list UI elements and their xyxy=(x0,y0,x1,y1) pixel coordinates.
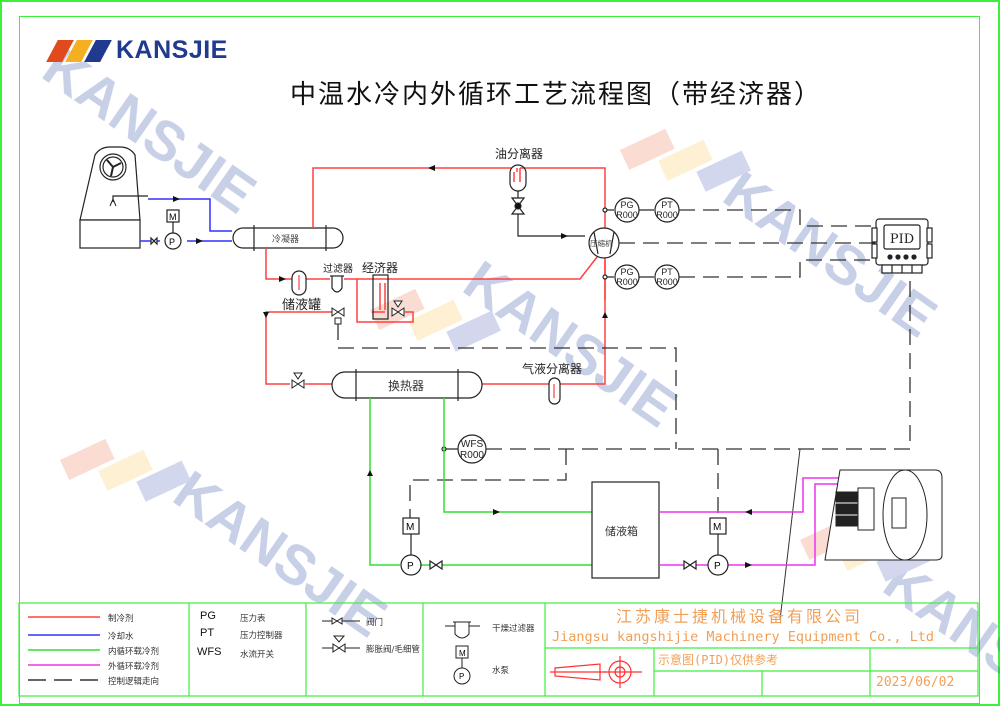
inner-loop-arrows xyxy=(367,470,500,515)
instrument-group xyxy=(441,197,680,464)
legend-cooling-water: 冷却水 xyxy=(108,632,134,642)
machine-load[interactable] xyxy=(824,469,943,561)
legend-control: 控制逻辑走向 xyxy=(108,677,160,687)
legend-abbr-wfs-desc: 水流开关 xyxy=(240,650,275,660)
gas-liquid-separator[interactable] xyxy=(548,377,561,405)
legend-motor-label: M xyxy=(459,649,466,658)
oil-separator[interactable] xyxy=(509,164,585,237)
legend-abbr-pg-desc: 压力表 xyxy=(240,614,266,624)
legend-symbol-dry-filter: 干燥过滤器 xyxy=(492,624,535,634)
pid-controller[interactable] xyxy=(871,218,933,274)
economizer[interactable] xyxy=(372,274,389,320)
wfs-tag: WFS xyxy=(461,439,484,450)
logo-stripes-icon xyxy=(46,39,112,62)
cw-motor-label: M xyxy=(169,212,177,222)
storage-tank-label: 储液箱 xyxy=(605,524,638,538)
compressor-label: 压缩机 xyxy=(590,238,613,248)
legend-filter-symbol xyxy=(445,621,480,639)
filter[interactable] xyxy=(330,275,344,293)
condenser-label: 冷凝器 xyxy=(272,233,299,245)
storage-tank[interactable] xyxy=(591,481,660,579)
brand-name: KANSJIE xyxy=(116,36,228,64)
receiver[interactable] xyxy=(291,270,307,296)
pt-top-id: R000 xyxy=(656,210,678,220)
inner-motor-label: M xyxy=(406,522,414,533)
legend-valve-symbol xyxy=(322,617,360,625)
pg-bottom-tag: PG xyxy=(620,267,633,277)
legend-abbr-wfs: WFS xyxy=(197,646,222,658)
legend-pump-label: P xyxy=(459,672,464,681)
receiver-label: 储液罐 xyxy=(282,298,321,313)
filter-label: 过滤器 xyxy=(323,262,353,275)
pid-label: PID xyxy=(890,232,914,247)
inner-loop-pump[interactable] xyxy=(400,517,443,576)
heat-exchanger-label: 换热器 xyxy=(388,379,424,393)
company-name-cn: 江苏康士捷机械设备有限公司 xyxy=(616,607,864,626)
he-expansion-valve[interactable] xyxy=(291,372,305,389)
company-name-en: Jiangsu kangshijie Machinery Equipment C… xyxy=(552,629,935,645)
cooling-water-arrows xyxy=(173,196,203,244)
economizer-label: 经济器 xyxy=(362,260,398,275)
solenoid-valve[interactable] xyxy=(331,307,345,325)
pt-bottom-id: R000 xyxy=(656,277,678,287)
cw-pump-label: P xyxy=(169,237,175,247)
legend-abbr-pt: PT xyxy=(200,627,215,639)
legend-outer-loop: 外循环载冷剂 xyxy=(108,662,160,672)
diagram-title: 中温水冷内外循环工艺流程图（带经济器） xyxy=(290,80,823,110)
heat-exchanger[interactable] xyxy=(331,369,483,401)
gas-liquid-separator-label: 气液分离器 xyxy=(522,361,582,376)
legend-abbr-pt-desc: 压力控制器 xyxy=(240,631,283,641)
drawing-frame xyxy=(19,16,980,704)
pg-top-id: R000 xyxy=(616,210,638,220)
legend-refrigerant: 制冷剂 xyxy=(108,614,134,624)
outer-pump-label: P xyxy=(714,561,721,572)
title-block-frame xyxy=(18,602,979,697)
refrigerant-lines xyxy=(265,167,606,385)
outer-loop-arrows xyxy=(745,509,752,568)
projection-symbol-icon xyxy=(550,656,642,688)
pt-top-tag: PT xyxy=(661,200,673,210)
legend-symbol-valve: 阀门 xyxy=(366,618,384,628)
legend-expansion-valve-symbol xyxy=(322,635,360,653)
cooling-tower[interactable] xyxy=(79,146,148,249)
inner-loop-lines xyxy=(369,398,592,566)
outer-loop-pump[interactable] xyxy=(683,517,729,576)
legend-inner-loop: 内循环载冷剂 xyxy=(108,647,160,657)
legend-symbol-expansion-valve: 膨胀阀/毛细管 xyxy=(366,645,420,655)
inner-pump-label: P xyxy=(407,561,414,572)
wfs-id: R000 xyxy=(460,450,484,461)
pt-bottom-tag: PT xyxy=(661,267,673,277)
legend-pump-symbol xyxy=(453,645,471,685)
svg-text:KANSJIE: KANSJIE xyxy=(163,458,398,649)
pg-bottom-id: R000 xyxy=(616,277,638,287)
oil-return-arrow xyxy=(561,233,568,239)
leader-line xyxy=(779,448,801,621)
disclaimer-note: 示意图(PID)仅供参考 xyxy=(658,653,779,667)
oil-separator-label: 油分离器 xyxy=(495,146,543,161)
drawing-date: 2023/06/02 xyxy=(876,675,955,690)
pg-top-tag: PG xyxy=(620,200,633,210)
control-lines xyxy=(337,209,911,525)
brand-logo: KANSJIE xyxy=(46,36,228,65)
cooling-water-pump[interactable] xyxy=(150,209,182,250)
legend-abbr-pg: PG xyxy=(200,610,216,622)
economizer-expansion-valve[interactable] xyxy=(391,300,405,317)
condenser[interactable] xyxy=(232,225,344,251)
legend-line-samples xyxy=(28,616,100,681)
refrigerant-arrows xyxy=(263,165,608,318)
outer-motor-label: M xyxy=(713,522,721,533)
legend-symbol-pump: 水泵 xyxy=(492,666,510,676)
